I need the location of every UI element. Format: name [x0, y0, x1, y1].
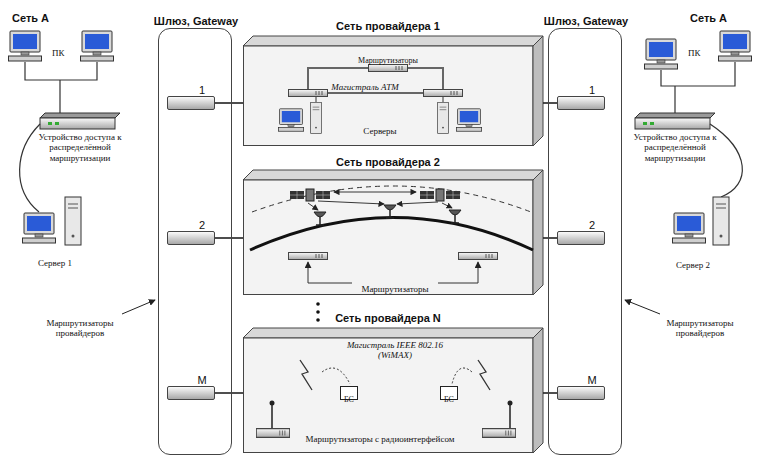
text-slot: 1 — [199, 80, 205, 98]
text-slot: Сеть А — [690, 8, 727, 26]
note-label: Сеть А — [690, 12, 727, 25]
gateway-title: Шлюз, Gateway — [544, 15, 628, 28]
text-slot: Маршрутизаторы провайдеров — [658, 318, 742, 340]
text-slot: Сервер 2 — [676, 254, 710, 272]
text-slot: 2 — [199, 215, 205, 233]
port-number: M — [587, 374, 596, 387]
text-slot: Сеть А — [12, 8, 49, 26]
text-slot: 2 — [589, 215, 595, 233]
provider-network: Сеть провайдера NМагистраль IEEE 802.16 … — [243, 328, 543, 453]
gateway-title: Шлюз, Gateway — [154, 15, 238, 28]
device-caption: Устройство доступа к распределённой марш… — [631, 132, 719, 163]
port-number: M — [197, 374, 206, 387]
note-label: ПК — [688, 48, 701, 58]
box-side — [533, 328, 543, 453]
text-slot: Сеть провайдера 2 — [336, 152, 440, 170]
link-line — [215, 237, 243, 239]
device-caption: Устройство доступа к распределённой марш… — [36, 132, 124, 163]
gateway-router: 1 — [557, 96, 605, 110]
box-label: Магистраль IEEE 802.16 (WiMAX) — [336, 340, 454, 361]
note-label: Сеть А — [12, 12, 49, 25]
box-label: Серверы — [363, 126, 396, 136]
access-device: Устройство доступа к распределённой марш… — [30, 132, 130, 165]
box-top — [243, 170, 543, 180]
box-label: Магистраль ATM — [331, 82, 398, 92]
text-slot: Маршрутизаторы провайдеров — [38, 318, 122, 340]
link-line — [215, 102, 243, 104]
port-number: 1 — [589, 84, 595, 97]
network-box-outline — [243, 170, 543, 295]
provider-network: Сеть провайдера 2Маршрутизаторы — [243, 170, 543, 295]
port-number: 1 — [199, 84, 205, 97]
link-line — [543, 392, 557, 394]
text-slot: Шлюз, Gateway — [154, 11, 238, 29]
link-line — [543, 102, 557, 104]
box-top — [243, 328, 543, 338]
station-label: БС — [444, 395, 454, 404]
base-station: БС — [340, 386, 358, 400]
text-slot: Маршрутизаторы с радиоинтерфейсом — [306, 428, 455, 446]
gateway-router: 2 — [557, 231, 605, 245]
link-line — [543, 237, 557, 239]
box-label: Маршрутизаторы с радиоинтерфейсом — [306, 434, 455, 444]
box-side — [533, 36, 543, 146]
network-title: Сеть провайдера 1 — [336, 20, 440, 33]
note-label: Сервер 1 — [38, 258, 72, 268]
text-slot: ПК — [688, 42, 701, 60]
text-slot: Сеть провайдера 1 — [336, 16, 440, 34]
box-front — [244, 46, 534, 146]
text-slot: M — [197, 370, 206, 388]
note-label: Маршрутизаторы провайдеров — [38, 318, 122, 339]
box-front — [244, 180, 534, 295]
access-device: Устройство доступа к распределённой марш… — [625, 132, 725, 165]
text-slot: Сеть провайдера N — [335, 308, 441, 326]
box-side — [533, 170, 543, 295]
text-slot: Сервер 1 — [38, 252, 72, 270]
gateway-router: 1 — [167, 96, 215, 110]
text-slot: Устройство доступа к распределённой марш… — [36, 132, 124, 165]
note-label: ПК — [52, 48, 65, 58]
text-slot: Шлюз, Gateway — [544, 11, 628, 29]
box-label: Маршрутизаторы — [358, 56, 418, 65]
link-line — [215, 392, 243, 394]
station-label: БС — [344, 395, 354, 404]
text-slot: M — [587, 370, 596, 388]
note-label: Маршрутизаторы провайдеров — [658, 318, 742, 339]
note-label: Сервер 2 — [676, 260, 710, 270]
text-slot: Маршрутизаторы — [361, 278, 428, 296]
text-slot: Магистраль ATM — [331, 76, 398, 94]
text-slot: ПК — [52, 42, 65, 60]
network-title: Сеть провайдера N — [335, 312, 441, 325]
box-top — [243, 36, 543, 46]
text-slot: Маршрутизаторы — [358, 49, 418, 67]
base-station: БС — [440, 386, 458, 400]
gateway-column: Шлюз, Gateway12M — [548, 28, 622, 455]
box-front — [244, 338, 534, 453]
box-label: Маршрутизаторы — [361, 284, 428, 294]
text-slot: Устройство доступа к распределённой марш… — [631, 132, 719, 165]
port-number: 2 — [589, 219, 595, 232]
gateway-router: M — [557, 386, 605, 400]
text-slot: Магистраль IEEE 802.16 (WiMAX) — [336, 340, 454, 362]
network-title: Сеть провайдера 2 — [336, 156, 440, 169]
gateway-router: M — [167, 386, 215, 400]
gateway-router: 2 — [167, 231, 215, 245]
text-slot: Серверы — [363, 120, 396, 138]
port-number: 2 — [199, 219, 205, 232]
provider-network: Сеть провайдера 1МаршрутизаторыМагистрал… — [243, 36, 543, 146]
text-slot: 1 — [589, 80, 595, 98]
gateway-column: Шлюз, Gateway12M — [158, 28, 232, 455]
